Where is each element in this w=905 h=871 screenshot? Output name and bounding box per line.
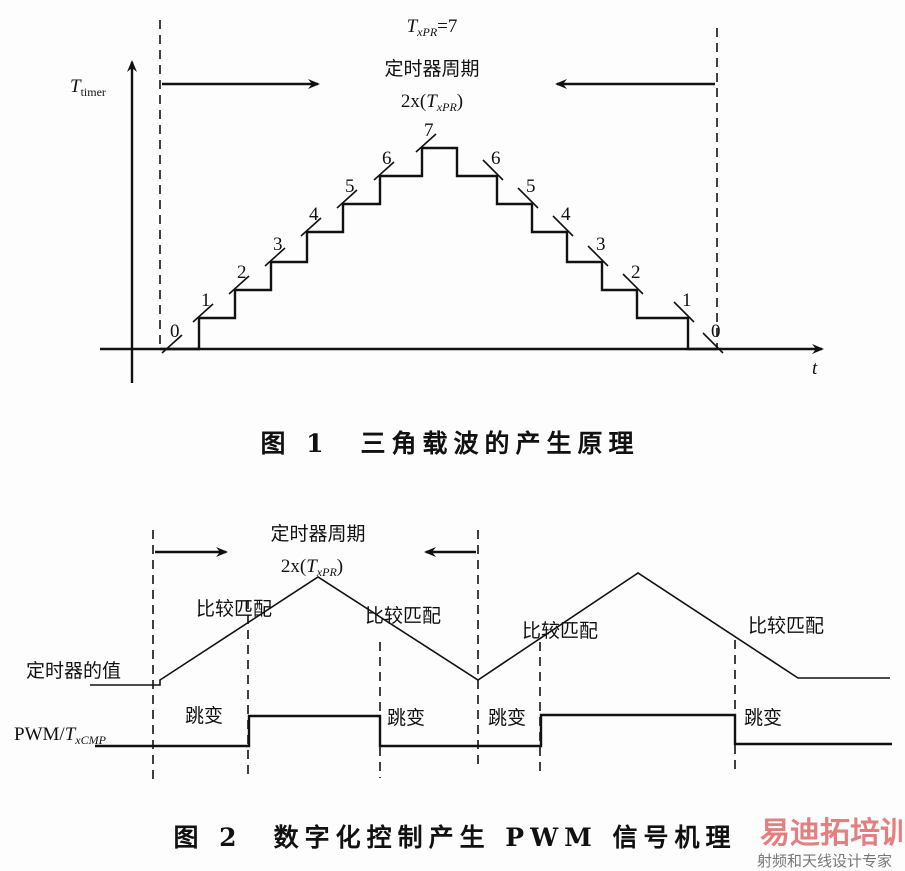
step-label: 4 bbox=[561, 204, 571, 225]
period-formula: 2x(TxPR) bbox=[281, 556, 343, 579]
step-tick-mark bbox=[517, 187, 539, 209]
step-tick-mark bbox=[336, 189, 358, 209]
figure-2-caption: 图 2 数字化控制产生 PWM 信号机理 bbox=[173, 823, 736, 852]
step-tick-mark bbox=[161, 334, 183, 354]
step-label: 2 bbox=[631, 262, 641, 283]
step-tick-mark bbox=[587, 245, 609, 267]
triangle-carrier-waveform bbox=[90, 572, 890, 686]
step-label: 3 bbox=[273, 234, 283, 255]
x-axis-label: t bbox=[812, 358, 818, 379]
step-tick-mark bbox=[415, 133, 437, 153]
step-tick-mark bbox=[702, 332, 724, 354]
transition-label: 跳变 bbox=[744, 707, 782, 729]
step-tick-mark bbox=[300, 217, 322, 237]
transition-label: 跳变 bbox=[488, 707, 526, 729]
compare-match-label: 比较匹配 bbox=[522, 620, 598, 642]
step-tick-mark bbox=[552, 215, 574, 237]
step-label: 6 bbox=[491, 148, 501, 169]
step-label: 6 bbox=[382, 148, 392, 169]
compare-match-label: 比较匹配 bbox=[365, 605, 441, 627]
transition-label: 跳变 bbox=[387, 707, 425, 729]
step-label: 3 bbox=[596, 234, 606, 255]
figure-2: 定时器周期 2x(TxPR) 定时器的值 比较匹配 比较匹配 比较匹配 比较匹配… bbox=[14, 523, 892, 852]
compare-match-label: 比较匹配 bbox=[196, 598, 272, 620]
period-title: 定时器周期 bbox=[270, 523, 365, 545]
period-formula: 2x(TxPR) bbox=[401, 91, 463, 114]
step-tick-mark bbox=[373, 161, 395, 181]
step-label: 5 bbox=[526, 176, 536, 197]
step-label: 5 bbox=[345, 176, 355, 197]
step-label: 0 bbox=[170, 321, 180, 342]
step-label: 1 bbox=[682, 290, 692, 311]
figure-1-caption: 图 1 三角载波的产生原理 bbox=[260, 429, 639, 458]
period-title: 定时器周期 bbox=[384, 58, 479, 80]
period-value-label: TxPR=7 bbox=[407, 16, 458, 39]
step-tick-mark bbox=[228, 275, 250, 295]
staircase-counter-waveform bbox=[160, 146, 717, 351]
step-tick-mark bbox=[673, 301, 695, 323]
transition-label: 跳变 bbox=[185, 705, 223, 727]
step-tick-mark bbox=[264, 247, 286, 267]
pwm-output-waveform bbox=[95, 713, 892, 748]
pwm-label: PWM/TxCMP bbox=[14, 724, 107, 747]
timer-value-label: 定时器的值 bbox=[26, 660, 121, 682]
compare-match-label: 比较匹配 bbox=[748, 615, 824, 637]
step-tick-mark bbox=[622, 273, 644, 295]
y-axis-label: Ttimer bbox=[70, 76, 106, 99]
step-label: 7 bbox=[424, 120, 434, 141]
figure-1: Ttimer t TxPR=7 定时器周期 2x(TxPR) 012345676… bbox=[70, 16, 824, 458]
step-label: 1 bbox=[201, 290, 211, 311]
step-label: 2 bbox=[237, 262, 247, 283]
step-tick-mark bbox=[192, 303, 214, 323]
step-label: 0 bbox=[711, 321, 721, 342]
watermark-slogan: 射频和天线设计专家 bbox=[757, 852, 892, 870]
step-tick-mark bbox=[482, 159, 504, 181]
watermark-brand: 易迪拓培训 bbox=[760, 816, 905, 851]
step-label: 4 bbox=[309, 204, 319, 225]
watermark: 易迪拓培训 射频和天线设计专家 bbox=[757, 816, 905, 870]
